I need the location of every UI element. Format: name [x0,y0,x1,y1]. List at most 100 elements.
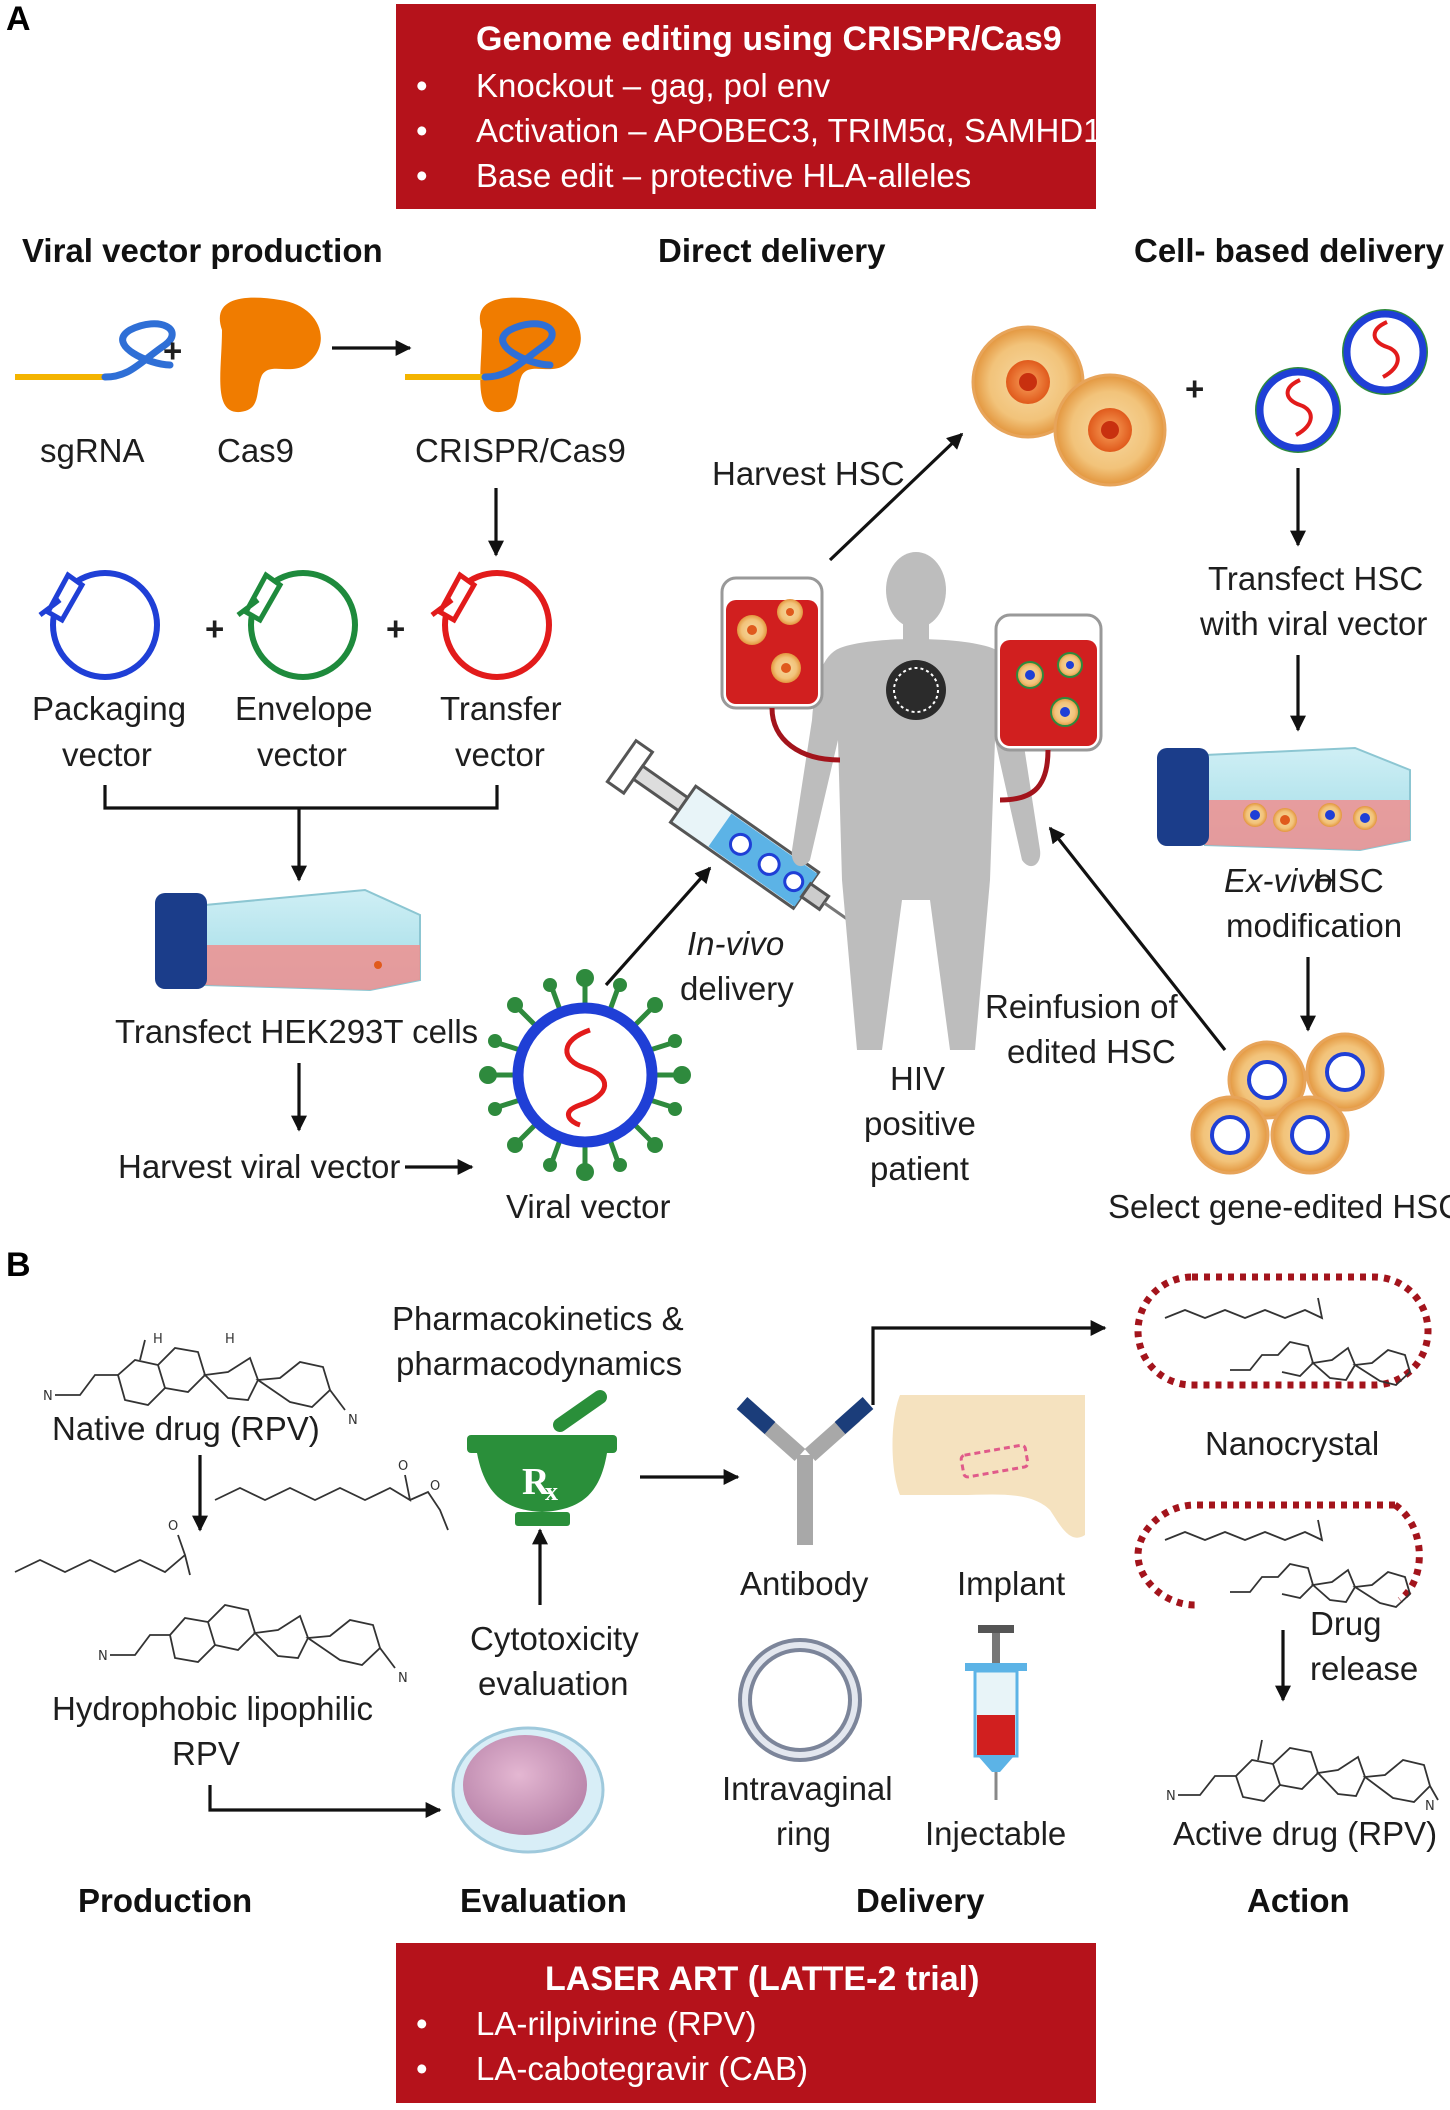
virus-emblem-ring [893,667,939,713]
label-native-drug: Native drug (RPV) [52,1410,320,1447]
stage-action: Action [1247,1882,1350,1919]
crispr-box: Genome editing using CRISPR/Cas9 • Knock… [396,4,1102,209]
label-packaging-1: Packaging [32,690,186,727]
native-drug-structure [55,1339,346,1411]
label-modification: modification [1226,907,1402,944]
label-hiv: HIV [890,1060,945,1097]
label-drug: Drug [1310,1605,1382,1642]
nanocrystal-capsule [1134,1273,1432,1389]
label-transfect-hek: Transfect HEK293T cells [115,1013,478,1050]
cell-icon [451,1726,605,1854]
vector-bracket [103,785,499,810]
intravaginal-ring-icon [738,1638,862,1762]
label-positive: positive [864,1105,976,1142]
label-in-vivo: In-vivo [687,925,784,962]
sgrna-icon [15,320,176,381]
label-ring-1: Intravaginal [722,1770,893,1807]
packaging-vector-icon [38,570,160,680]
laser-art-title: LASER ART (LATTE-2 trial) [545,1960,979,1998]
crispr-box-bg [396,4,1096,209]
stage-delivery: Delivery [856,1882,985,1919]
viral-vector-icon [479,969,691,1181]
plus-sign: + [386,610,405,647]
plus-sign: + [1185,370,1204,407]
label-ring-2: ring [776,1815,831,1852]
crispr-cas9-complex-icon [405,297,581,413]
label-crispr-cas9: CRISPR/Cas9 [415,432,626,469]
implant-icon [892,1395,1085,1538]
antibody-icon [736,1397,874,1545]
hsc-flask-icon [1157,746,1411,852]
label-viral-vector: Viral vector [506,1188,670,1225]
label-cytotoxicity-2: evaluation [478,1665,628,1702]
label-transfer-1: Transfer [440,690,562,727]
atom-n: N [43,1389,53,1404]
bullet: • [416,67,428,104]
rx-symbol-sub: x [545,1477,558,1506]
viral-vector-small-icon [1255,309,1428,453]
crispr-item-activation: Activation – APOBEC3, TRIM5α, SAMHD1 [476,112,1102,149]
label-ex-vivo: Ex-vivo [1224,862,1332,899]
label-reinfusion-1: Reinfusion of [985,988,1178,1025]
bullet: • [416,112,428,149]
arrow-viral-to-syringe [604,866,712,987]
label-hydrophobic-1: Hydrophobic lipophilic [52,1690,373,1727]
atom-o: O [430,1479,440,1494]
atom-o: O [168,1519,178,1534]
stage-evaluation: Evaluation [460,1882,627,1919]
label-harvest-hsc: Harvest HSC [712,455,905,492]
blood-bag-right-icon [994,613,1103,803]
atom-h: H [153,1332,163,1347]
panel-b-letter: B [6,1246,31,1284]
label-delivery: delivery [680,970,794,1007]
plus-sign: + [163,332,182,369]
hydrophobic-rpv-structure [14,1534,396,1669]
crispr-item-base-edit: Base edit – protective HLA-alleles [476,157,971,194]
mortar-pestle-icon [467,1390,617,1526]
header-viral-vector-production: Viral vector production [22,232,383,269]
crispr-item-knockout: Knockout – gag, pol env [476,67,831,104]
drug-release-capsule [1134,1501,1423,1609]
bullet: • [416,157,428,194]
label-harvest-viral: Harvest viral vector [118,1148,400,1185]
label-patient: patient [870,1150,969,1187]
injectable-icon [965,1625,1027,1800]
atom-o: O [398,1459,408,1474]
label-transfect-hsc-2: with viral vector [1199,605,1427,642]
label-release: release [1310,1650,1418,1687]
arrow-reinfusion [1048,826,1227,1051]
label-transfect-hsc-1: Transfect HSC [1208,560,1423,597]
plus-sign: + [205,610,224,647]
arrow-harvest-hsc [828,432,964,562]
label-sgrna: sgRNA [40,432,145,469]
envelope-vector-icon [236,570,358,680]
arrow-hydro-to-cell [208,1785,442,1818]
hsc-cells-icon [971,325,1167,487]
atom-h: H [225,1332,235,1347]
label-implant: Implant [957,1565,1065,1602]
atom-n: N [98,1649,108,1664]
arrow-delivery-to-nanocrystal [871,1320,1107,1405]
syringe-icon [605,738,865,932]
header-direct-delivery: Direct delivery [658,232,886,269]
atom-n: N [398,1671,408,1686]
label-cytotoxicity-1: Cytotoxicity [470,1620,639,1657]
rx-symbol: R [522,1461,550,1503]
label-packaging-2: vector [62,736,152,773]
fatty-acid-chain [214,1474,449,1531]
label-envelope-1: Envelope [235,690,373,727]
label-envelope-2: vector [257,736,347,773]
label-active-drug: Active drug (RPV) [1173,1815,1437,1852]
bullet: • [416,2050,428,2087]
label-nanocrystal: Nanocrystal [1205,1425,1379,1462]
crispr-box-title: Genome editing using CRISPR/Cas9 [476,20,1062,58]
panel-a-letter: A [6,0,31,38]
active-drug-structure [1178,1739,1439,1803]
label-hydrophobic-2: RPV [172,1735,240,1772]
laser-art-item-cab: LA-cabotegravir (CAB) [476,2050,808,2087]
laser-art-item-rpv: LA-rilpivirine (RPV) [476,2005,757,2042]
atom-n: N [1425,1799,1435,1814]
label-pk-2: pharmacodynamics [396,1345,682,1382]
